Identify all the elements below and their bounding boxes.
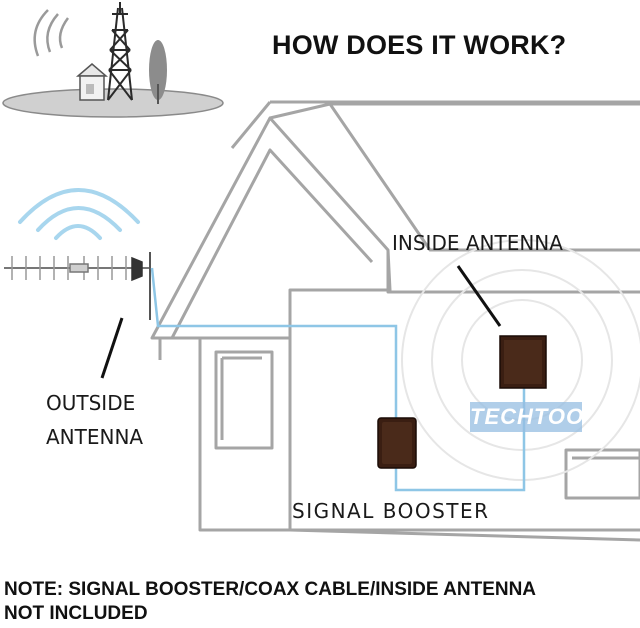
- tree-icon: [149, 40, 167, 104]
- outside-antenna-pointer: [100, 317, 124, 379]
- signal-booster-device: [377, 417, 417, 469]
- note-text: NOTE: SIGNAL BOOSTER/COAX CABLE/INSIDE A…: [4, 578, 636, 626]
- inside-antenna-pointer: [456, 265, 502, 327]
- signal-booster-label: SIGNAL BOOSTER: [292, 499, 490, 523]
- cell-tower-scene: [2, 2, 224, 118]
- outside-antenna-label-line2: ANTENNA: [46, 425, 144, 449]
- inside-signal-ripples: [401, 239, 640, 481]
- outside-antenna-icon: [4, 252, 151, 320]
- small-house-icon: [75, 63, 109, 101]
- outside-antenna-label: OUTSIDE ANTENNA: [46, 386, 143, 454]
- brand-watermark: TECHTOO: [470, 402, 583, 432]
- outside-signal-waves: [18, 188, 140, 240]
- inside-antenna-label: INSIDE ANTENNA: [392, 231, 563, 255]
- page-title: HOW DOES IT WORK?: [272, 30, 567, 60]
- house-outline: [150, 100, 640, 542]
- pointer-lines: [100, 265, 502, 379]
- inside-antenna-device: [499, 335, 547, 389]
- note-line2: NOT INCLUDED: [4, 603, 148, 624]
- coax-cable: [150, 267, 526, 492]
- note-line1: NOTE: SIGNAL BOOSTER/COAX CABLE/INSIDE A…: [4, 579, 537, 600]
- outside-antenna-label-line1: OUTSIDE: [46, 391, 136, 415]
- tower-icon: [107, 2, 133, 101]
